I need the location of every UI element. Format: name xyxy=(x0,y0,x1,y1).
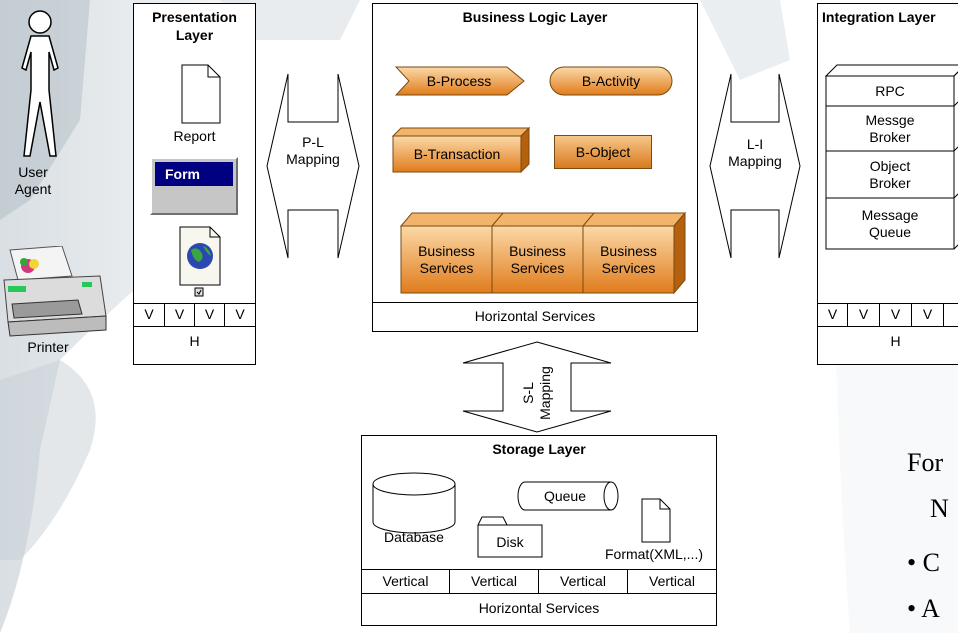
business-services-label: Business Services xyxy=(600,243,657,276)
integration-stack xyxy=(825,64,958,250)
s-l-mapping-label: S-L Mapping xyxy=(520,366,553,420)
business-horizontal-services: Horizontal Services xyxy=(474,308,596,324)
form-widget[interactable]: Form xyxy=(150,157,238,215)
right-text-line1: For xyxy=(907,448,944,477)
presentation-h-cell: H xyxy=(189,333,200,349)
l-i-mapping-label: L-I Mapping xyxy=(728,136,782,169)
p-l-mapping-label: P-L Mapping xyxy=(286,134,340,167)
b-process-shape xyxy=(395,66,525,96)
storage-layer-panel: Storage Layer Database Queue Disk Format… xyxy=(361,435,717,626)
b-object-box: B-Object xyxy=(554,135,652,169)
s-l-mapping-arrow xyxy=(462,341,612,433)
l-i-mapping-arrow xyxy=(709,73,801,259)
business-services-label: Business Services xyxy=(418,243,475,276)
presentation-title-1: Presentation xyxy=(152,9,237,25)
presentation-v-cell: V xyxy=(195,303,225,326)
queue-icon xyxy=(517,481,619,511)
printer-icon xyxy=(3,246,107,337)
integration-v-cell: V xyxy=(818,303,848,326)
presentation-v-cell: V xyxy=(165,303,195,326)
p-l-mapping-arrow xyxy=(266,73,360,259)
business-services-label: Business Services xyxy=(509,243,566,276)
business-logic-layer-panel: Business Logic Layer B-Process B-Activit… xyxy=(372,3,698,332)
database-icon xyxy=(372,472,456,534)
integration-item: Message Queue xyxy=(861,206,919,240)
format-label: Format(XML,...) xyxy=(604,546,703,562)
database-label: Database xyxy=(384,529,444,545)
integration-layer-panel: Integration Layer RPC Messge Broker Obje… xyxy=(817,3,958,365)
storage-title: Storage Layer xyxy=(492,441,586,457)
integration-item: Messge Broker xyxy=(865,111,915,145)
right-text-line2: N xyxy=(930,494,949,523)
presentation-title-2: Layer xyxy=(175,27,214,43)
report-document-icon xyxy=(181,64,221,124)
integration-title: Integration Layer xyxy=(822,9,936,25)
b-transaction-label: B-Transaction xyxy=(413,145,501,162)
web-page-globe-icon xyxy=(179,226,221,297)
queue-label: Queue xyxy=(543,487,587,504)
storage-vertical-cell: Vertical xyxy=(450,569,539,593)
presentation-v-cell: V xyxy=(134,303,165,326)
user-agent-icon xyxy=(21,10,59,157)
integration-v-cell: V xyxy=(880,303,912,326)
business-services-block xyxy=(400,212,686,294)
integration-item: Object Broker xyxy=(869,157,911,191)
b-process-label: B-Process xyxy=(426,72,492,89)
format-document-icon xyxy=(641,498,671,543)
presentation-layer-panel: Presentation Layer Report Form V V V V H xyxy=(133,3,256,365)
integration-h-cell: H xyxy=(890,333,901,349)
right-text-bullet1: • C xyxy=(907,548,940,577)
user-agent-label: User Agent xyxy=(14,164,52,197)
business-title: Business Logic Layer xyxy=(462,9,608,25)
right-text-bullet2: • A xyxy=(907,594,940,623)
report-label: Report xyxy=(173,128,216,144)
storage-horizontal-services: Horizontal Services xyxy=(478,600,600,616)
b-transaction-shape xyxy=(392,127,530,173)
integration-v-cell: V xyxy=(848,303,880,326)
presentation-v-cell: V xyxy=(235,306,245,322)
integration-item: RPC xyxy=(875,82,905,99)
disk-label: Disk xyxy=(496,533,524,550)
printer-label: Printer xyxy=(27,339,69,355)
storage-vertical-cell: Vertical xyxy=(539,569,628,593)
b-object-label: B-Object xyxy=(575,143,631,160)
b-activity-label: B-Activity xyxy=(581,72,641,89)
disk-folder-icon xyxy=(477,516,543,558)
form-label: Form xyxy=(155,162,233,186)
integration-v-cell: V xyxy=(912,303,944,326)
storage-vertical-cell: Vertical xyxy=(362,569,450,593)
b-activity-shape xyxy=(549,66,673,96)
storage-vertical-cell: Vertical xyxy=(649,573,695,589)
